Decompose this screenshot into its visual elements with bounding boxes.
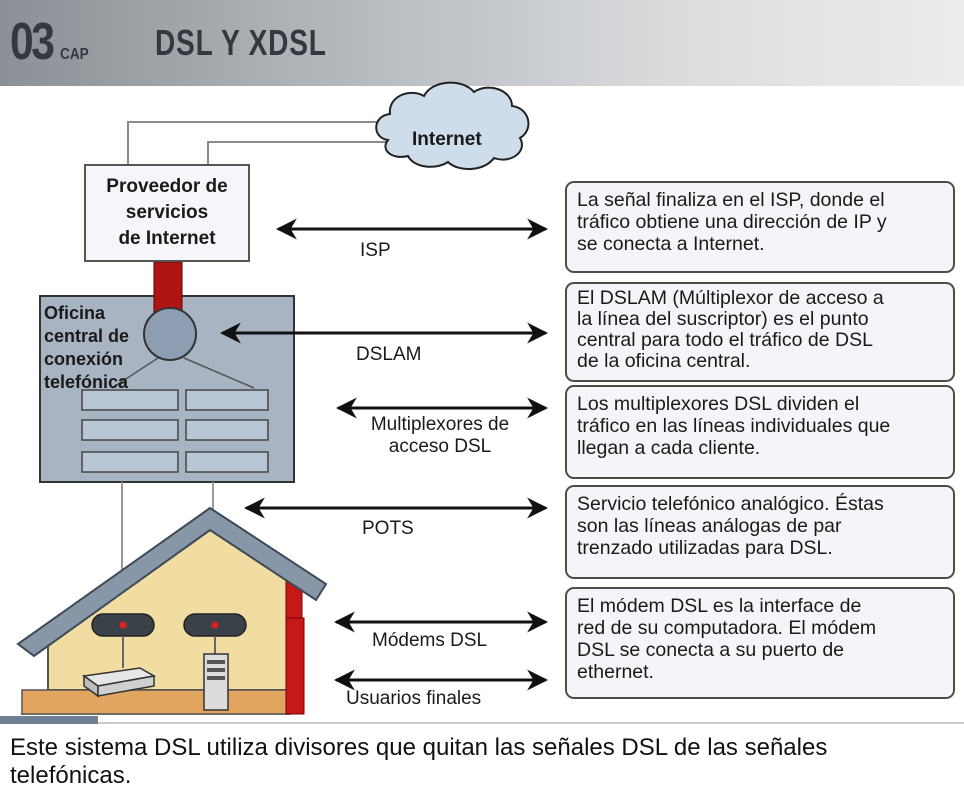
description-line: La señal finaliza en el ISP, donde el xyxy=(577,189,885,211)
internet-cloud-label: Internet xyxy=(412,129,482,150)
arrow-label-line: Usuarios finales xyxy=(346,688,482,709)
caption-accent-tab xyxy=(0,716,98,724)
description-mux: Los multiplexores DSL dividen el tráfico… xyxy=(565,385,955,479)
arrow-label-line: POTS xyxy=(362,518,414,539)
description-line: El DSLAM (Múltiplexor de acceso a xyxy=(577,287,884,309)
description-line: llegan a cada cliente. xyxy=(577,437,761,459)
description-dslam: El DSLAM (Múltiplexor de acceso a la lín… xyxy=(565,282,955,382)
central-office-label: Oficina central de conexión telefónica xyxy=(44,302,194,394)
description-pots: Servicio telefónico analógico. Éstas son… xyxy=(565,485,955,579)
chapter-number: 03 xyxy=(10,13,55,71)
isp-box-line: Proveedor de xyxy=(106,176,228,197)
central-office-line: conexión xyxy=(44,349,124,369)
arrow-label-line: DSLAM xyxy=(356,344,422,365)
arrows xyxy=(219,218,549,691)
arrow-label-isp: ISP xyxy=(360,240,391,262)
header-bar xyxy=(0,0,964,86)
isp-box: Proveedor de servicios de Internet xyxy=(84,164,250,262)
arrow-label-dslam: DSLAM xyxy=(356,344,421,366)
description-line: red de su computadora. El módem xyxy=(577,617,877,639)
description-line: son las líneas análogas de par xyxy=(577,515,842,537)
arrow-label-users: Usuarios finales xyxy=(346,688,481,710)
description-line: DSL se conecta a su puerto de xyxy=(577,639,845,661)
dsl-diagram xyxy=(16,81,549,715)
description-line: tráfico obtiene una dirección de IP y xyxy=(577,211,887,233)
arrow-label-modems: Módems DSL xyxy=(372,630,487,652)
central-office-line: telefónica xyxy=(44,372,129,392)
arrow-label-line: Multiplexores de xyxy=(370,414,510,435)
figure-caption: Este sistema DSL utiliza divisores que q… xyxy=(10,734,828,789)
chapter-prefix: CAP xyxy=(60,46,89,63)
central-office-line: central de xyxy=(44,326,130,346)
description-line: la línea del suscriptor) es el punto xyxy=(577,308,869,330)
chapter-title: DSL Y XDSL xyxy=(155,22,327,63)
arrow-label-line: acceso DSL xyxy=(388,436,492,457)
description-modem: El módem DSL es la interface de red de s… xyxy=(565,587,955,699)
description-line: Los multiplexores DSL dividen el xyxy=(577,393,860,415)
description-isp: La señal finaliza en el ISP, donde el tr… xyxy=(565,181,955,273)
internet-links xyxy=(127,121,390,164)
arrow-label-pots: POTS xyxy=(362,518,414,540)
house xyxy=(16,506,328,715)
description-line: trenzado utilizadas para DSL. xyxy=(577,537,833,559)
description-line: de la oficina central. xyxy=(577,350,751,372)
description-line: El módem DSL es la interface de xyxy=(577,595,862,617)
description-line: tráfico en las líneas individuales que xyxy=(577,415,891,437)
internet-cloud xyxy=(375,81,530,170)
arrow-label-line: ISP xyxy=(360,240,391,261)
central-office-line: Oficina xyxy=(44,303,106,323)
arrow-label-line: Módems DSL xyxy=(372,630,488,651)
description-line: central para todo el tráfico de DSL xyxy=(577,329,873,351)
description-line: se conecta a Internet. xyxy=(577,233,765,255)
caption-divider xyxy=(0,722,964,724)
description-line: Servicio telefónico analógico. Éstas xyxy=(577,493,884,515)
description-line: ethernet. xyxy=(577,661,654,683)
chapter-header: 03 CAP DSL Y XDSL xyxy=(0,0,964,86)
isp-box-line: servicios xyxy=(125,202,209,223)
arrow-label-mux: Multiplexores de acceso DSL xyxy=(350,414,530,458)
isp-box-line: de Internet xyxy=(118,228,216,249)
